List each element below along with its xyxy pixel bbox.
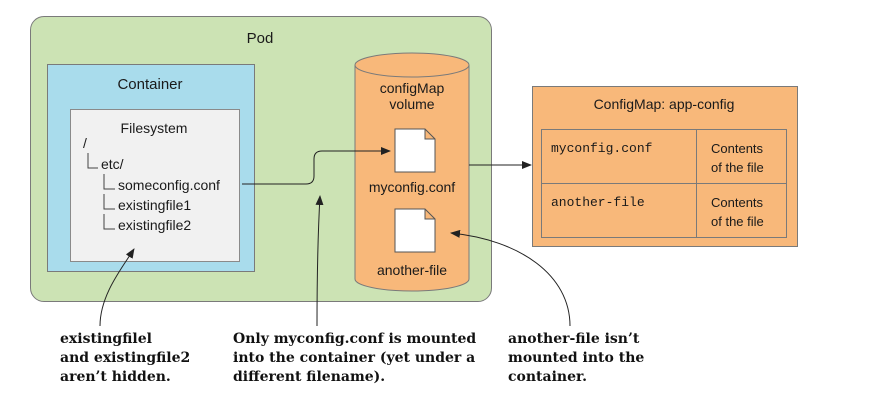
configmap-value-line: Contents: [711, 141, 764, 156]
configmap-key: myconfig.conf: [541, 129, 697, 184]
callout-middle-pointer: [315, 195, 324, 327]
callout-right: another-file isn’t mounted into the cont…: [508, 331, 645, 385]
callout-left-pointer: [99, 248, 135, 327]
configmap-key: another-file: [541, 183, 697, 238]
volume-title: configMap volume: [355, 80, 469, 112]
configmap-value-line: of the file: [711, 160, 764, 175]
file-icon-myconfig: [394, 128, 436, 173]
callout-left: existingfilel and existingfile2 aren’t h…: [60, 331, 191, 385]
file-icon-another: [394, 208, 436, 253]
callout-right-pointer: [450, 229, 571, 327]
filesystem-box: [70, 109, 240, 262]
configmap-value: Contents of the file: [696, 183, 787, 238]
configmap-value-line: of the file: [711, 214, 764, 229]
fs-file-existingfile2: existingfile2: [118, 217, 192, 233]
volume-file-myconfig-label: myconfig.conf: [368, 179, 456, 195]
fs-root: /: [83, 135, 87, 151]
pod-title: Pod: [246, 30, 274, 47]
configmap-title: ConfigMap: app-config: [593, 96, 735, 112]
filesystem-title: Filesystem: [120, 120, 188, 136]
mount-arrow: [242, 147, 391, 185]
fs-etc-dir: etc/: [101, 156, 124, 172]
fs-file-someconfig: someconfig.conf: [118, 177, 220, 193]
volume-file-another-label: another-file: [376, 262, 448, 278]
configmap-table: myconfig.conf Contents of the file anoth…: [541, 129, 787, 238]
fs-tree-lines: [87, 153, 115, 230]
configmap-value-line: Contents: [711, 195, 764, 210]
volume-title-line: volume: [389, 96, 435, 112]
configmap-volume-cylinder: [354, 52, 470, 292]
configmap-row: another-file Contents of the file: [541, 183, 787, 238]
container-title: Container: [117, 76, 183, 93]
fs-file-existingfile1: existingfile1: [118, 197, 192, 213]
callout-middle: Only myconfig.conf is mounted into the c…: [233, 331, 477, 385]
volume-title-line: configMap: [379, 80, 445, 96]
